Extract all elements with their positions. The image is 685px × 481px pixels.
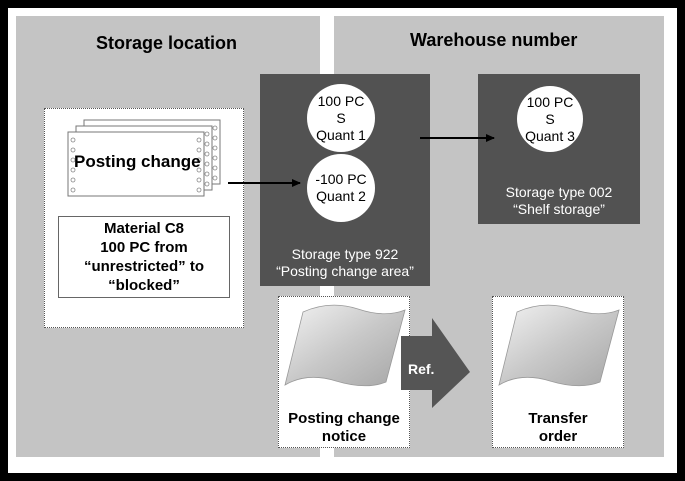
ref-arrow bbox=[401, 318, 470, 408]
material-description-box: Material C8 100 PC from “unrestricted” t… bbox=[58, 216, 230, 298]
material-line-3: “unrestricted” to bbox=[83, 258, 204, 275]
quant-1-circle: 100 PC S Quant 1 bbox=[307, 84, 375, 152]
quant-1-line-1: 100 PC bbox=[317, 92, 365, 109]
transfer-order-icon bbox=[498, 304, 620, 387]
notice-line-1: Posting change bbox=[288, 410, 400, 427]
quant-3-line-3: Quant 3 bbox=[525, 127, 575, 144]
quant-3-line-1: 100 PC bbox=[526, 93, 574, 110]
quant-2-circle: -100 PC Quant 2 bbox=[307, 154, 375, 222]
storage-location-title: Storage location bbox=[96, 33, 238, 53]
quant-3-circle: 100 PC S Quant 3 bbox=[517, 86, 583, 152]
storage-type-002-line-2: “Shelf storage” bbox=[513, 201, 605, 217]
transfer-order-label: Transfer order bbox=[492, 410, 624, 446]
notice-line-2: notice bbox=[321, 428, 367, 445]
quant-1-line-2: S bbox=[336, 109, 346, 126]
posting-change-notice-icon bbox=[284, 304, 406, 387]
transfer-line-2: order bbox=[538, 428, 578, 445]
warehouse-number-title: Warehouse number bbox=[410, 30, 578, 50]
quant-2-line-1: -100 PC bbox=[315, 171, 367, 187]
posting-change-papers-icon bbox=[67, 119, 221, 197]
material-line-2: 100 PC from bbox=[100, 239, 188, 256]
posting-change-doc-label: Posting change bbox=[74, 152, 201, 171]
storage-type-922-line-1: Storage type 922 bbox=[291, 246, 399, 262]
ref-arrow-label: Ref. bbox=[408, 361, 435, 377]
storage-type-922-line-2: “Posting change area” bbox=[276, 263, 414, 279]
material-line-1: Material C8 bbox=[103, 220, 185, 237]
quant-3-line-2: S bbox=[545, 110, 555, 127]
storage-type-002-line-1: Storage type 002 bbox=[505, 184, 613, 200]
transfer-line-1: Transfer bbox=[528, 410, 588, 427]
quant-2-line-2: Quant 2 bbox=[316, 188, 366, 204]
storage-type-002-label: Storage type 002 “Shelf storage” bbox=[478, 184, 640, 218]
material-line-4: “blocked” bbox=[108, 277, 180, 294]
storage-type-922-label: Storage type 922 “Posting change area” bbox=[260, 246, 430, 280]
posting-change-notice-label: Posting change notice bbox=[278, 410, 410, 446]
quant-1-line-3: Quant 1 bbox=[316, 126, 366, 143]
